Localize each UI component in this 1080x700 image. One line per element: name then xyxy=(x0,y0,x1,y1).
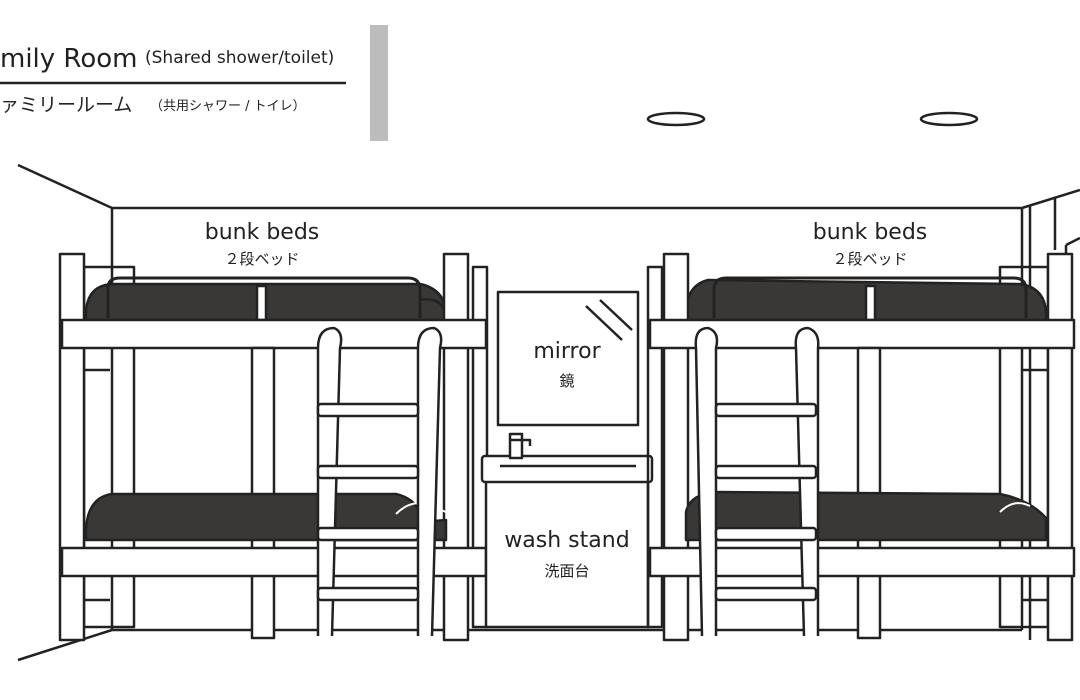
wash-stand xyxy=(480,432,654,629)
label-wash-stand: wash stand xyxy=(504,528,629,553)
title-english: mily Room xyxy=(0,44,137,74)
title-divider xyxy=(370,25,388,141)
ladder-right xyxy=(694,326,820,637)
ceiling-light xyxy=(646,111,706,127)
label-bunk-beds-left-jp: ２段ベッド xyxy=(224,250,299,268)
title-english-note: (Shared shower/toilet) xyxy=(145,48,334,68)
label-bunk-beds-left: bunk beds xyxy=(205,220,320,245)
mirror xyxy=(496,290,640,427)
title-japanese: ァミリールーム xyxy=(0,94,132,116)
bunk-bed-left xyxy=(58,252,489,642)
title-japanese-note: （共用シャワー / トイレ） xyxy=(150,99,306,114)
ceiling-light xyxy=(919,111,979,127)
label-bunk-beds-right-jp: ２段ベッド xyxy=(832,250,907,268)
label-mirror: mirror xyxy=(533,339,601,364)
bunk-bed-right xyxy=(646,252,1076,642)
label-bunk-beds-right: bunk beds xyxy=(813,220,928,245)
label-wash-stand-jp: 洗面台 xyxy=(544,562,589,580)
ladder-left xyxy=(316,326,443,637)
label-mirror-jp: 鏡 xyxy=(559,372,574,390)
faucet xyxy=(508,432,524,460)
